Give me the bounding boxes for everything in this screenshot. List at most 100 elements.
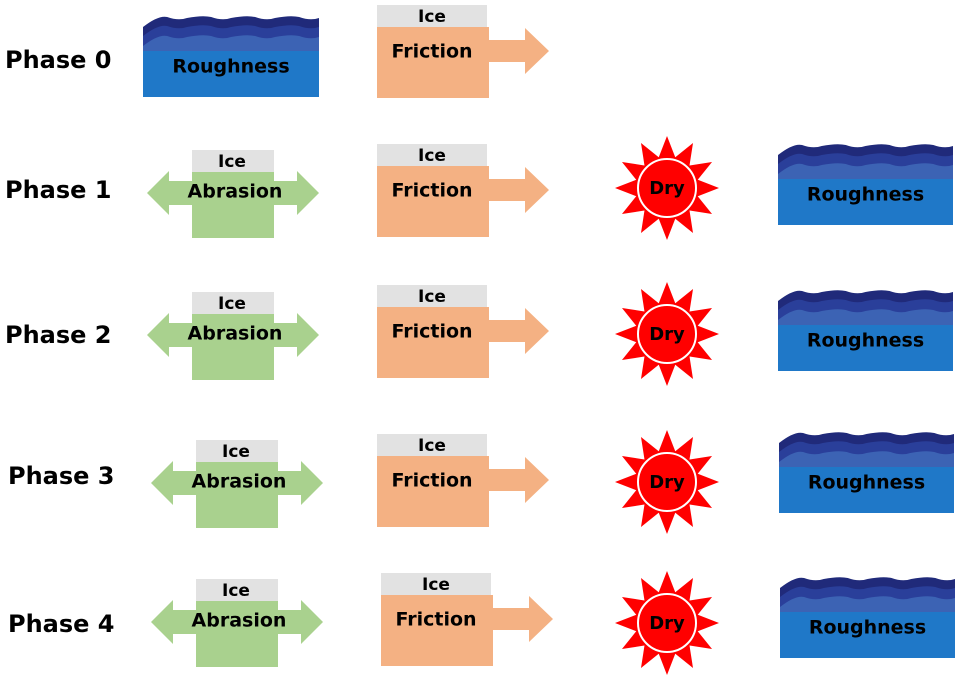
sun-ray (641, 436, 661, 462)
dry-label: Dry (649, 324, 685, 345)
abrasion-body (192, 172, 274, 238)
sun-ray (657, 510, 677, 534)
sun-ray (621, 308, 647, 328)
sun-ray (695, 472, 719, 492)
sun-ray (673, 142, 693, 168)
friction-label: Friction (391, 321, 472, 343)
sun-ray (615, 613, 639, 633)
sun-ray (687, 194, 713, 214)
sun-ray (615, 178, 639, 198)
left-arrow-icon (151, 461, 196, 505)
sun-disc (637, 158, 697, 218)
ice-layer (381, 573, 491, 595)
sun-ray (641, 502, 661, 528)
sun-ray (687, 597, 713, 617)
sun-ray (621, 597, 647, 617)
ice-layer (377, 285, 487, 307)
sun-ray (641, 643, 661, 669)
friction-label: Friction (391, 180, 472, 202)
sun-ray (657, 651, 677, 675)
sun-ray (657, 571, 677, 595)
right-arrow-icon (493, 596, 553, 642)
sun-ray (615, 472, 639, 492)
phase-label: Phase 4 (8, 610, 115, 638)
water-body (779, 467, 954, 513)
right-arrow-icon (489, 167, 549, 213)
sun-ray (687, 629, 713, 649)
abrasion-body (196, 462, 278, 528)
friction-body (377, 166, 489, 237)
sun-ray (641, 288, 661, 314)
sun-icon-1: Dry (613, 134, 721, 242)
ice-label: Ice (418, 146, 446, 166)
sun-disc (637, 452, 697, 512)
phase-label: Phase 3 (8, 462, 115, 490)
phase-label: Phase 1 (5, 176, 112, 204)
ice-layer (192, 292, 274, 314)
sun-ray (673, 436, 693, 462)
sun-ray (673, 208, 693, 234)
ice-layer (192, 150, 274, 172)
friction-body (377, 307, 489, 378)
sun-ray (687, 456, 713, 476)
roughness-label: Roughness (807, 330, 924, 352)
sun-icon-4: Dry (613, 569, 721, 677)
sun-ray (621, 340, 647, 360)
ice-label: Ice (418, 436, 446, 456)
roughness-label: Roughness (172, 56, 289, 78)
right-arrow-icon (489, 308, 549, 354)
abrasion-label: Abrasion (192, 610, 287, 632)
ice-label: Ice (222, 442, 250, 462)
water-body (778, 325, 953, 371)
ice-label: Ice (218, 152, 246, 172)
friction-body (377, 456, 489, 527)
sun-disc (637, 304, 697, 364)
left-arrow-icon (147, 313, 192, 357)
friction-label: Friction (395, 609, 476, 631)
water-body (778, 179, 953, 225)
sun-ray (641, 142, 661, 168)
sun-ray (657, 362, 677, 386)
ice-layer (377, 5, 487, 27)
right-arrow-icon (273, 171, 319, 215)
ice-label: Ice (418, 7, 446, 27)
abrasion-body (196, 601, 278, 667)
sun-ray (621, 629, 647, 649)
sun-icon-3: Dry (613, 428, 721, 536)
ice-label: Ice (422, 575, 450, 595)
sun-ray (695, 613, 719, 633)
water-body (143, 51, 319, 97)
sun-ray (657, 136, 677, 160)
abrasion-label: Abrasion (188, 323, 283, 345)
right-arrow-icon (277, 461, 323, 505)
right-arrow-icon (277, 600, 323, 644)
sun-ray (621, 456, 647, 476)
friction-label: Friction (391, 41, 472, 63)
right-arrow-icon (489, 28, 549, 74)
friction-label: Friction (391, 470, 472, 492)
ice-layer (377, 434, 487, 456)
phase-label: Phase 0 (5, 46, 112, 74)
dry-label: Dry (649, 472, 685, 493)
sun-ray (621, 162, 647, 182)
sun-ray (621, 194, 647, 214)
dry-label: Dry (649, 178, 685, 199)
ice-layer (377, 144, 487, 166)
sun-ray (695, 324, 719, 344)
sun-ray (621, 488, 647, 508)
sun-ray (673, 577, 693, 603)
left-arrow-icon (147, 171, 192, 215)
sun-ray (673, 354, 693, 380)
sun-ray (657, 216, 677, 240)
roughness-water-1: Roughness (778, 144, 953, 225)
ice-label: Ice (222, 581, 250, 601)
abrasion-label: Abrasion (188, 181, 283, 203)
roughness-label: Roughness (807, 184, 924, 206)
sun-ray (687, 340, 713, 360)
right-arrow-icon (273, 313, 319, 357)
